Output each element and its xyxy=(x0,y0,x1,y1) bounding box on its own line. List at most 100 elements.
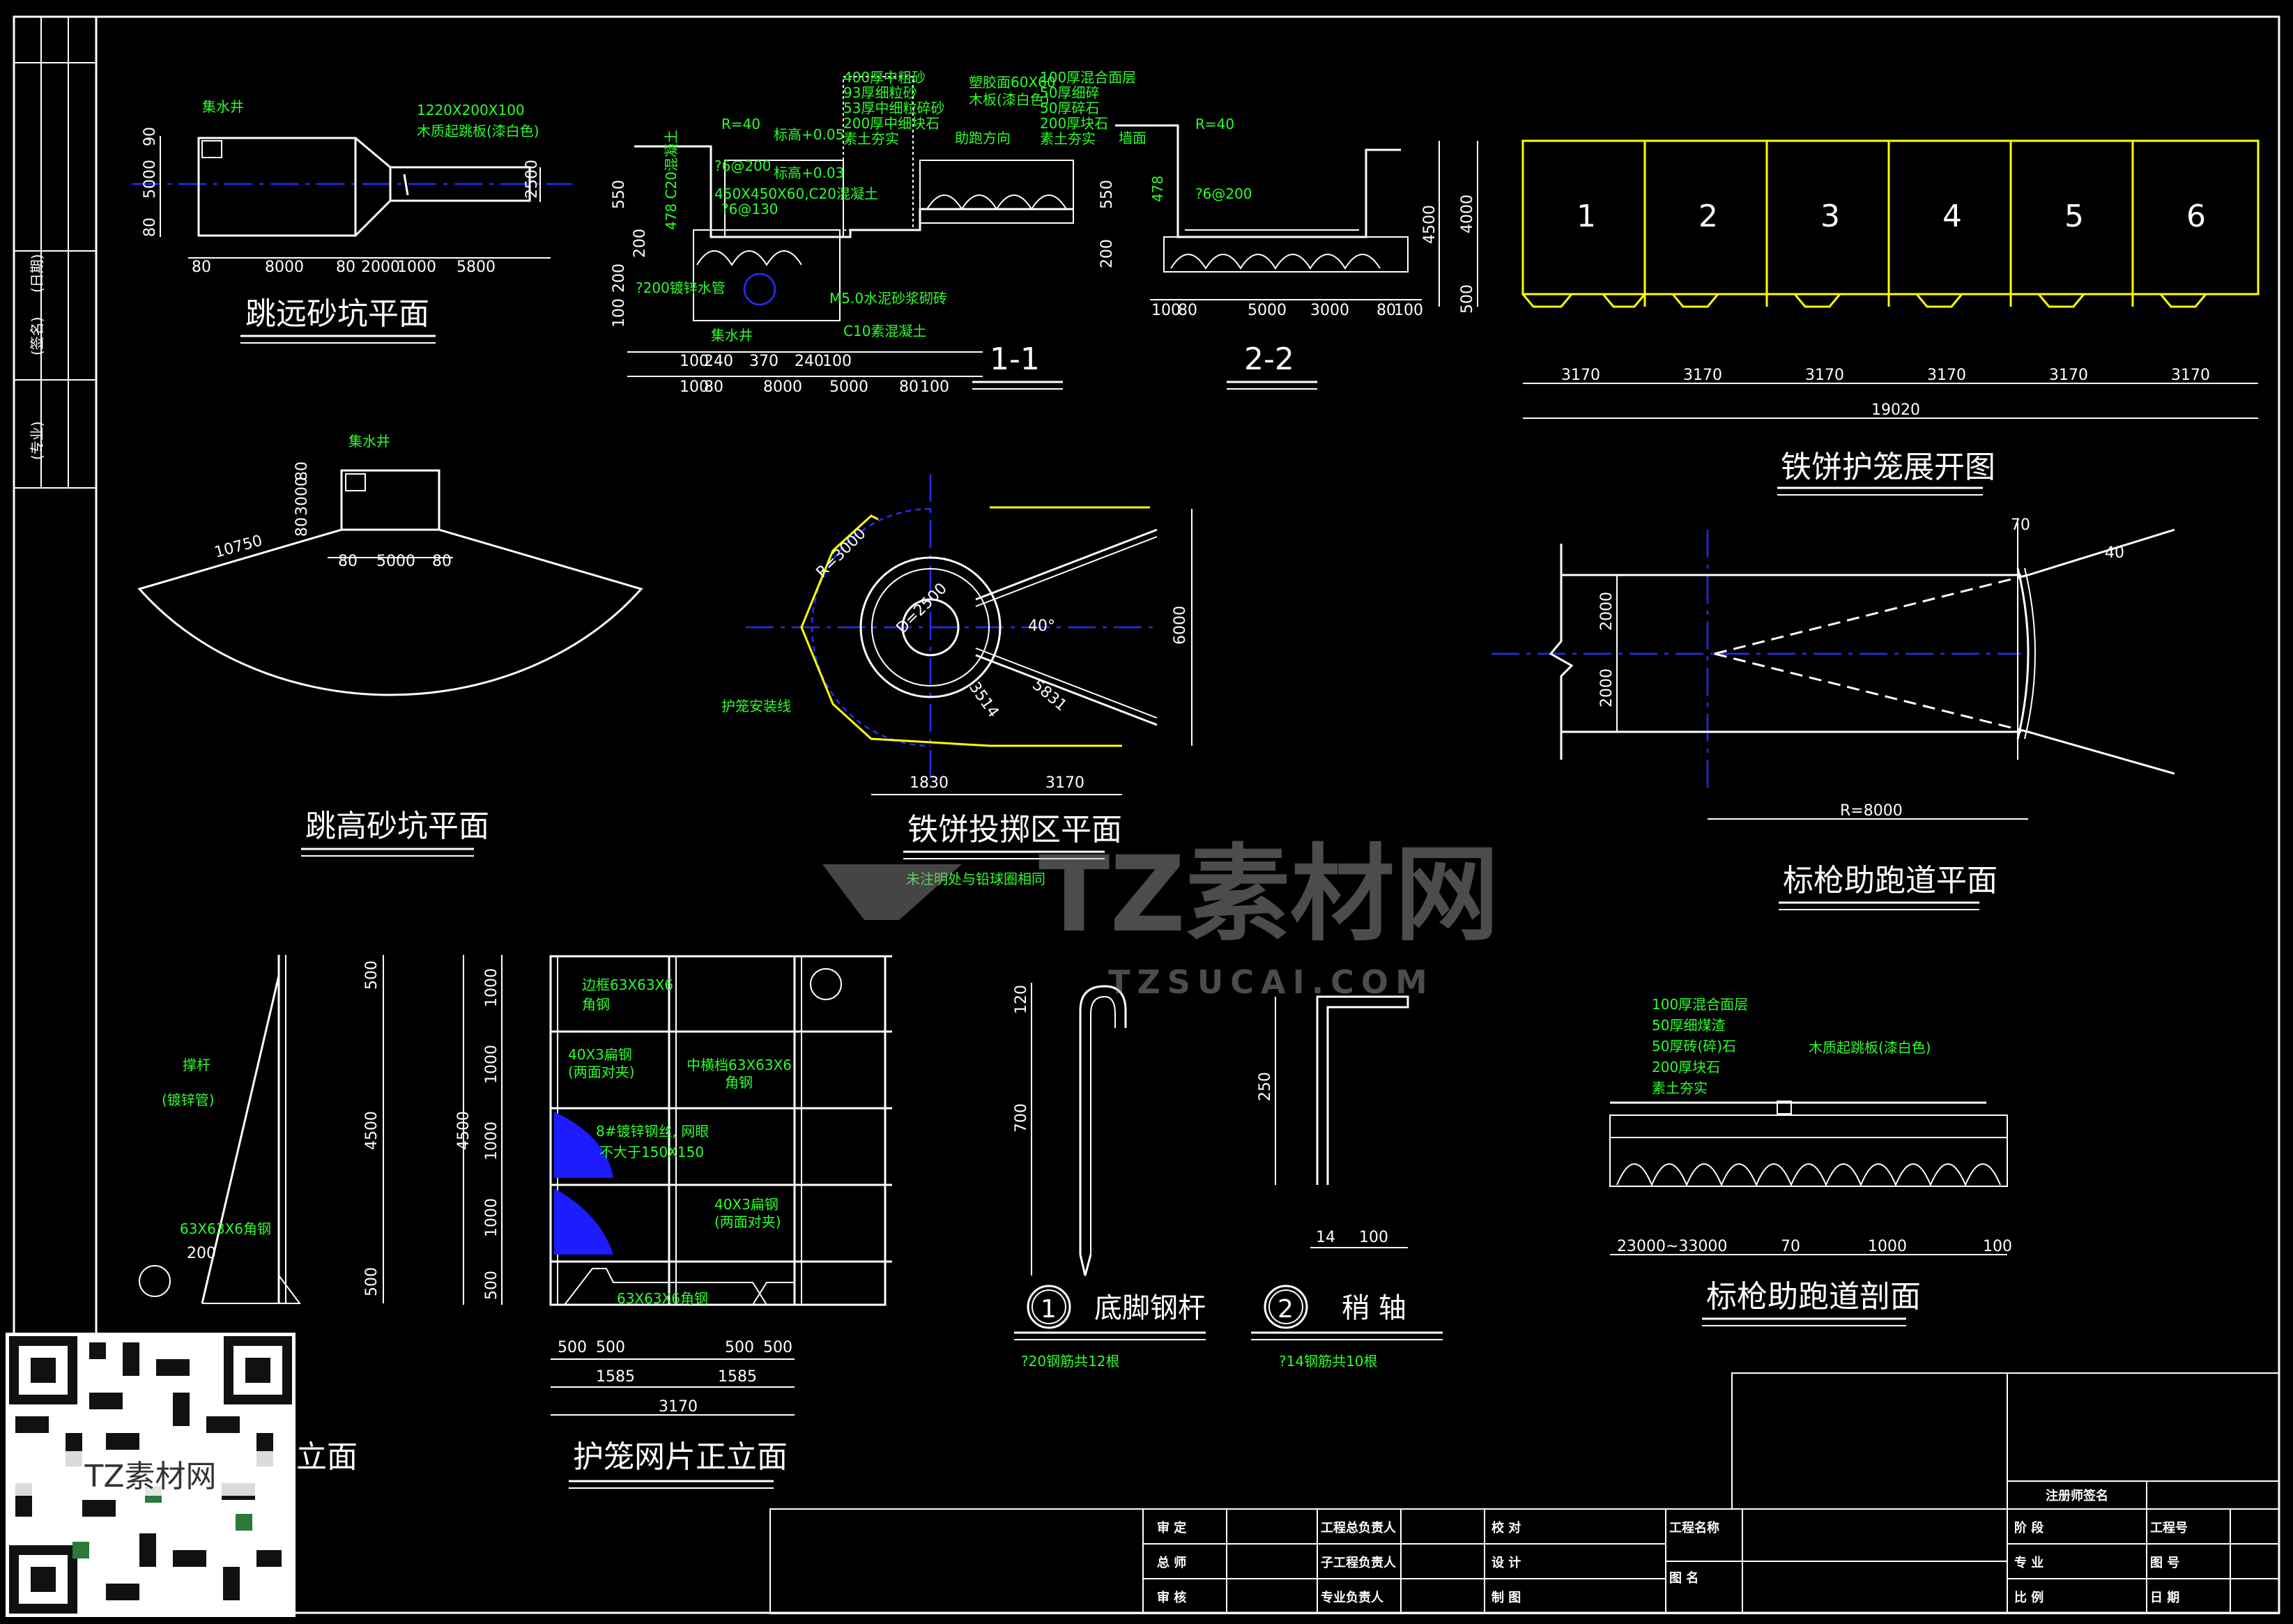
s11-d8: 5000 xyxy=(829,378,868,396)
panel-6: 6 xyxy=(2186,199,2206,234)
s11-r3: 200厚块石 xyxy=(1040,115,1108,132)
hj-sump: 集水井 xyxy=(348,433,390,450)
strip-major: (专业) xyxy=(29,421,45,460)
dim-80v: 80 xyxy=(141,217,159,237)
tb-r2-2: 设 计 xyxy=(1491,1555,1521,1570)
panel-1: 1 xyxy=(1577,199,1596,234)
pole-elev: 500 4500 500 撑杆 (镀锌管) 63X63X6角钢 200 立面 xyxy=(139,955,384,1475)
dim-1000: 1000 xyxy=(397,259,436,276)
tb-date: 日 期 xyxy=(2150,1591,2179,1605)
s11-d6: 80 xyxy=(704,378,723,396)
high-jump-plan: 80 5000 80 80 3000 80 10750 集水井 跳高砂坑平面 xyxy=(137,433,643,857)
tb-r2-3: 图 名 xyxy=(1669,1570,1698,1586)
board-size: 1220X200X100 xyxy=(417,102,525,118)
rod-700: 700 xyxy=(1013,1103,1030,1133)
net-d7: 500 xyxy=(596,1339,625,1356)
tb-scale: 比 例 xyxy=(2014,1590,2043,1605)
net-d2: 1000 xyxy=(483,1121,500,1160)
pin-14: 14 xyxy=(1316,1229,1335,1246)
s11-d3: 240 xyxy=(795,353,824,370)
s11-slab: 450X450X60,C20混凝土 xyxy=(714,185,878,202)
jav-40: 40 xyxy=(2105,544,2124,562)
dim-80a: 80 xyxy=(192,259,211,276)
cage-total: 19020 xyxy=(1871,401,1920,419)
jsec-l0: 100厚混合面层 xyxy=(1652,996,1748,1013)
tb-r3-2: 制 图 xyxy=(1491,1591,1521,1605)
cage-d1: 3170 xyxy=(1561,367,1600,384)
s11-r0: 100厚混合面层 xyxy=(1040,69,1136,86)
s22-d7: 200 xyxy=(1098,239,1116,268)
pin-note: ?14钢筋共10根 xyxy=(1279,1353,1378,1370)
jsec-d3: 100 xyxy=(1983,1238,2012,1255)
hj-d2: 80 xyxy=(293,517,311,537)
long-jump-title: 跳远砂坑平面 xyxy=(245,296,429,332)
discus-r: R=3000 xyxy=(813,525,870,581)
net-mid: 中横档63X63X6 xyxy=(687,1057,792,1073)
cage-expanded: 1 2 3 4 5 6 3170 3170 3170 3170 3170 317… xyxy=(1421,139,2260,496)
strip-date: (日期) xyxy=(29,254,45,293)
net-d4: 500 xyxy=(483,1271,500,1300)
cage-h2: 4000 xyxy=(1459,194,1476,233)
jsec-d2: 1000 xyxy=(1868,1238,1907,1255)
net-flat2-note: (两面对夹) xyxy=(714,1213,781,1230)
cage-d2: 3170 xyxy=(1683,367,1722,384)
jav-2000b: 2000 xyxy=(1598,668,1616,707)
s11-d4: 100 xyxy=(822,353,852,370)
jav-r8000: R=8000 xyxy=(1840,802,1903,820)
sump-label: 集水井 xyxy=(202,98,244,115)
watermark: TZ素材网 TZSUCAI.COM xyxy=(822,834,1499,1001)
pole-material: (镀锌管) xyxy=(162,1091,215,1108)
s11-sump: 集水井 xyxy=(711,327,753,344)
s11-el1: 标高+0.05 xyxy=(774,126,844,143)
jav-2000a: 2000 xyxy=(1598,592,1616,631)
pin-title: 稍 轴 xyxy=(1342,1292,1406,1324)
discus-1830: 1830 xyxy=(910,774,949,792)
discus-3514: 3514 xyxy=(965,679,1002,721)
dim-2000: 2000 xyxy=(361,259,400,276)
s11-plastic: 塑胶面60X60 xyxy=(969,74,1056,91)
net-flat: 40X3扁钢 xyxy=(568,1046,632,1063)
dim-5000v: 5000 xyxy=(141,160,159,199)
net-mid-angle: 角钢 xyxy=(725,1074,753,1091)
cage-title: 铁饼护笼展开图 xyxy=(1781,450,1995,485)
tb-r2-1: 子工程负责人 xyxy=(1321,1555,1397,1570)
net-d5: 4500 xyxy=(455,1111,473,1150)
jsec-d0: 23000~33000 xyxy=(1617,1238,1727,1255)
net-d3: 1000 xyxy=(483,1198,500,1237)
s11-l1: 93厚细粒砂 xyxy=(843,84,917,101)
hj-title: 跳高砂坑平面 xyxy=(305,809,489,844)
net-bottom: 63X63X6角钢 xyxy=(617,1290,708,1307)
tb-signature: 注册师签名 xyxy=(2046,1488,2108,1503)
dim-2500: 2500 xyxy=(523,160,541,199)
pole-d1: 4500 xyxy=(363,1111,381,1150)
jav-70: 70 xyxy=(2011,516,2030,534)
discus-plan: R=3000 D=2500 40° 3514 5831 6000 护笼安装线 1… xyxy=(721,474,1192,887)
pole-d0: 500 xyxy=(363,960,381,990)
tb-r1-3: 工程名称 xyxy=(1669,1520,1719,1535)
jsec-l1: 50厚细煤渣 xyxy=(1652,1017,1725,1034)
tb-r1-0: 审 定 xyxy=(1157,1520,1186,1535)
s22-478: 478 xyxy=(1149,176,1166,202)
s11-d13: 100 xyxy=(611,298,628,328)
cage-d5: 3170 xyxy=(2049,367,2088,384)
s11-pipe: ?200镀锌水管 xyxy=(636,279,726,296)
panel-4: 4 xyxy=(1942,199,1962,234)
pin-250: 250 xyxy=(1257,1072,1274,1101)
jsec-l3: 200厚块石 xyxy=(1652,1059,1720,1075)
pole-d2: 500 xyxy=(363,1267,381,1296)
title-block: 注册师签名 审 定 工程总负责人 校 对 工程名称 总 师 子工程负责人 设 计… xyxy=(769,1372,2280,1614)
s11-d2: 370 xyxy=(749,353,779,370)
discus-cage-line: 护笼安装线 xyxy=(721,698,791,714)
tb-r3-1: 专业负责人 xyxy=(1321,1590,1384,1605)
s22-d4: 80 xyxy=(1376,302,1396,319)
hj-d6: 10750 xyxy=(213,533,264,562)
pin-100: 100 xyxy=(1359,1229,1388,1246)
net-title: 护笼网片正立面 xyxy=(573,1439,788,1475)
net-frame-angle: 角钢 xyxy=(582,996,610,1013)
net-d9: 500 xyxy=(763,1339,792,1356)
discus-6000: 6000 xyxy=(1172,606,1189,645)
cage-d3: 3170 xyxy=(1805,367,1844,384)
dim-5800: 5800 xyxy=(457,259,496,276)
left-strip: (日期) (签名) (专业) xyxy=(14,17,96,489)
s11-d10: 100 xyxy=(920,378,949,396)
